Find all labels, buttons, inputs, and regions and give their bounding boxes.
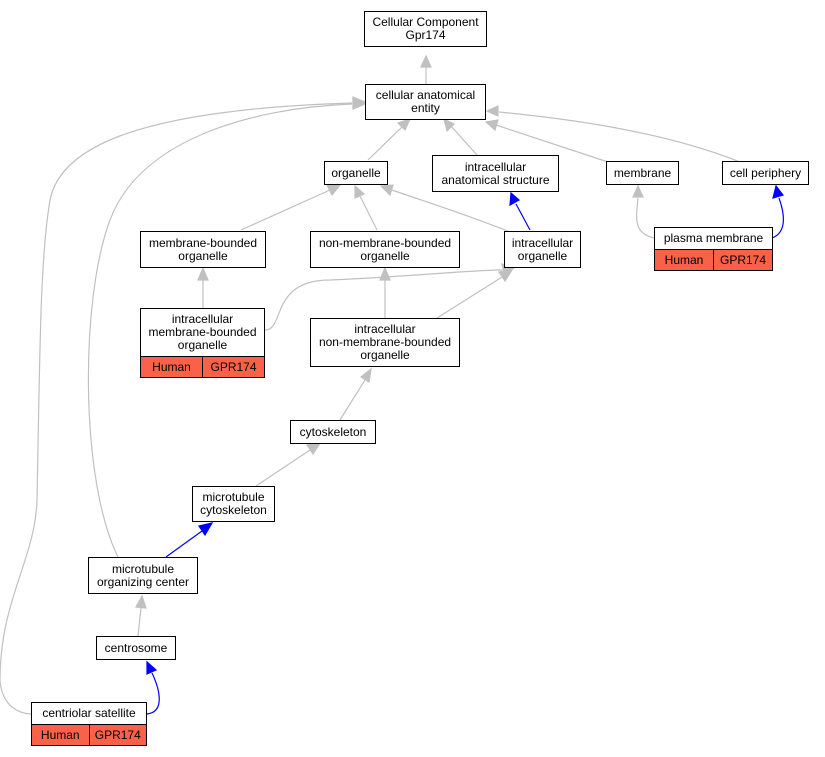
node-cellular-component-gpr174[interactable]: Cellular Component Gpr174 <box>364 11 487 47</box>
edge-cae-root-arrow <box>420 54 432 68</box>
edge-mbo-organelle-arrow <box>326 184 342 197</box>
edge-membrane-cae-arrow <box>484 119 499 132</box>
node-organelle[interactable]: organelle <box>324 161 388 185</box>
species-label: Human <box>40 728 80 742</box>
node-membrane[interactable]: membrane <box>606 161 679 185</box>
edge-nmbo-organelle-arrow <box>354 184 366 199</box>
edge-mtoc-mtcyto[interactable] <box>165 530 203 558</box>
node-cellular-anatomical-entity[interactable]: cellular anatomical entity <box>365 84 486 120</box>
edge-organelle-cae-arrow <box>396 117 412 132</box>
edge-ias-cae-arrow <box>443 117 456 133</box>
edge-membrane-cae <box>495 124 609 163</box>
edge-cyto-inmbo <box>339 379 366 421</box>
edge-io-organelle-arrow <box>379 184 394 197</box>
node-non-membrane-bounded-organelle[interactable]: non-membrane-bounded organelle <box>310 231 460 268</box>
edge-pm-cellper-arrow <box>772 184 785 199</box>
edge-inmbo-nmbo-arrow <box>379 266 391 281</box>
node-plasma-membrane[interactable]: plasma membrane <box>654 227 773 250</box>
edge-io-organelle <box>391 189 511 233</box>
edge-cs-cae-arrow-2 <box>352 96 367 108</box>
node-microtubule-organizing-center[interactable]: microtubule organizing center <box>88 557 198 594</box>
edge-mtcyto-cyto-arrow <box>305 442 322 456</box>
gene-label: GPR174 <box>202 357 264 377</box>
edge-mbo-organelle <box>240 189 331 231</box>
node-intracellular-non-membrane-bounded-organelle[interactable]: intracellular non-membrane-bounded organ… <box>310 318 460 367</box>
gene-label: GPR174 <box>713 250 772 270</box>
node-intracellular-membrane-bounded-organelle[interactable]: intracellular membrane-bounded organelle <box>140 308 265 357</box>
edge-cs-centrosome-arrow <box>146 660 158 675</box>
edge-cyto-inmbo-arrow <box>359 367 372 383</box>
species-label: Human <box>664 253 704 267</box>
edge-imbo-io <box>264 269 503 331</box>
edge-centrosome-mtoc-arrow <box>135 594 147 609</box>
edge-nmbo-organelle <box>359 195 378 231</box>
edge-cs-centrosome[interactable] <box>146 672 160 715</box>
node-centrosome[interactable]: centrosome <box>96 636 176 660</box>
edge-imbo-mbo-arrow <box>197 266 209 281</box>
node-intracellular-anatomical-structure[interactable]: intracellular anatomical structure <box>432 155 559 192</box>
node-centriolar-satellite[interactable]: centriolar satellite <box>31 702 147 725</box>
annotation-centriolar-satellite: Human GPR174 <box>31 724 147 746</box>
edge-centrosome-mtoc <box>137 607 142 637</box>
edge-inmbo-io-arrow <box>497 269 514 283</box>
node-cytoskeleton[interactable]: cytoskeleton <box>290 420 376 444</box>
annotation-plasma-membrane: Human GPR174 <box>654 249 773 271</box>
edge-pm-membrane <box>636 197 656 239</box>
node-cell-periphery[interactable]: cell periphery <box>722 161 809 185</box>
edge-cellper-cae <box>498 111 741 163</box>
annotation-intracellular-membrane-bounded-organelle: Human GPR174 <box>140 356 265 378</box>
edge-mtoc-mtcyto-arrow <box>198 522 214 537</box>
node-intracellular-organelle[interactable]: intracellular organelle <box>504 231 581 268</box>
edge-io-ias[interactable] <box>515 203 531 231</box>
edge-cs-cae <box>0 102 353 715</box>
edge-organelle-cae <box>367 125 404 161</box>
species-label: Human <box>152 360 191 374</box>
edge-cellper-cae-arrow <box>485 105 499 117</box>
node-membrane-bounded-organelle[interactable]: membrane-bounded organelle <box>140 231 266 268</box>
edge-pm-cellper[interactable] <box>771 197 784 239</box>
gene-label: GPR174 <box>88 725 147 745</box>
edge-pm-membrane-arrow <box>632 184 644 198</box>
edge-inmbo-io <box>436 276 503 319</box>
node-microtubule-cytoskeleton[interactable]: microtubule cytoskeleton <box>192 486 275 522</box>
edge-ias-cae <box>450 125 478 156</box>
edge-mtcyto-cyto <box>255 449 311 487</box>
edge-io-ias-arrow <box>509 191 521 207</box>
edge-mtoc-cae <box>87 103 353 558</box>
